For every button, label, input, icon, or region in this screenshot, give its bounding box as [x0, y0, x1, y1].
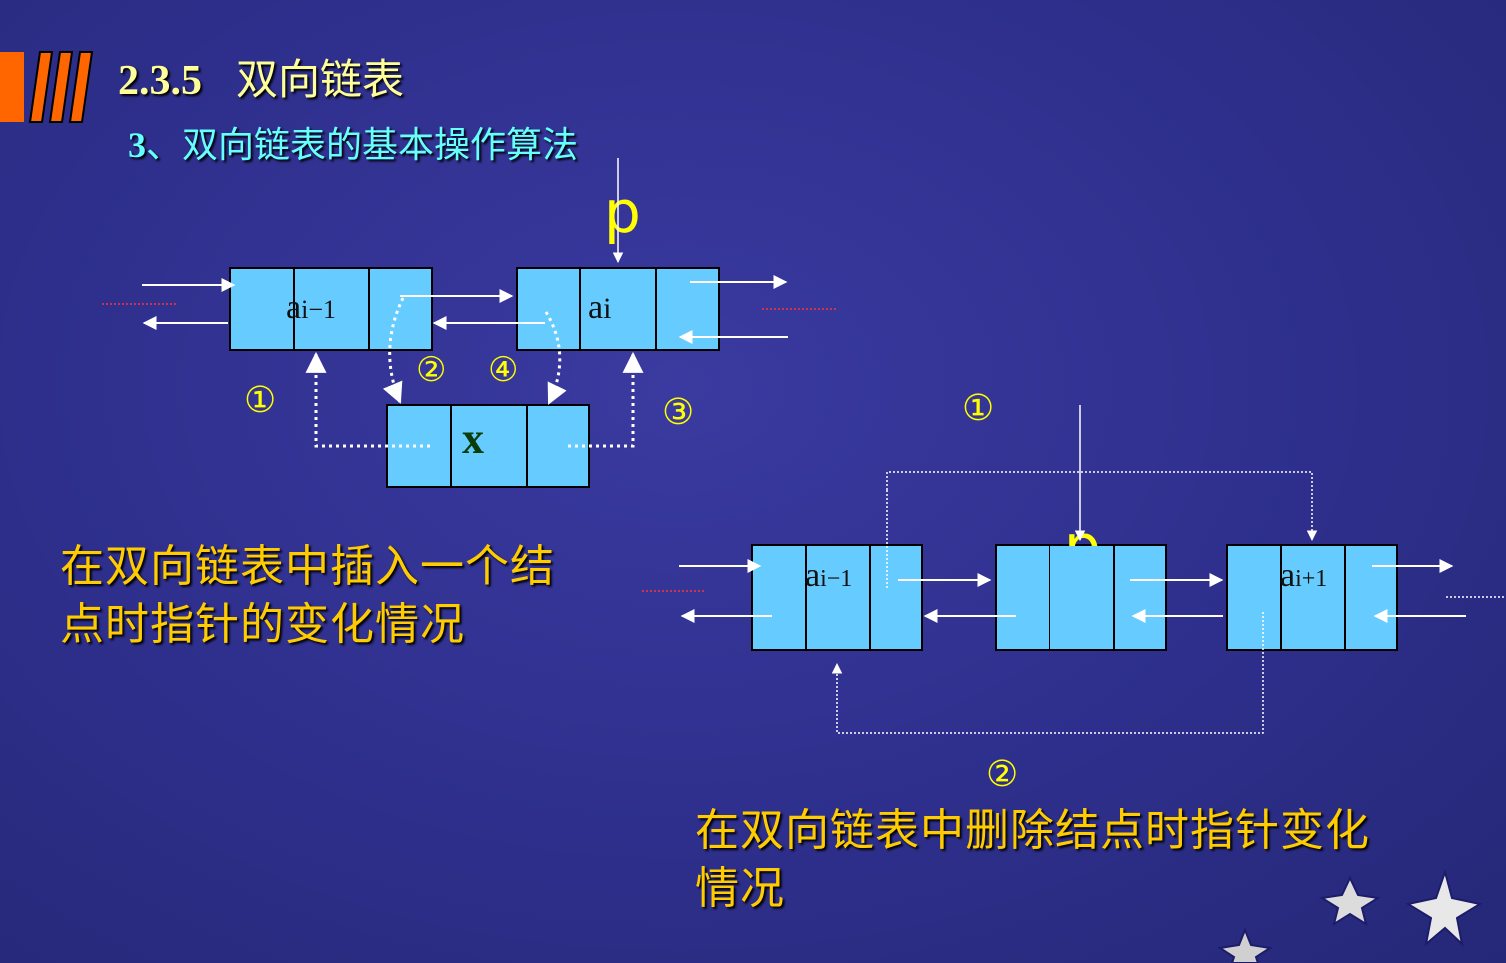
subtitle-text: 、双向链表的基本操作算法	[146, 125, 579, 165]
insert-step-2: ②	[416, 350, 446, 390]
insert-node-cur-label: ai	[588, 289, 611, 326]
delete-node-next: ai+1	[1226, 544, 1398, 651]
delete-node-next-label: ai+1	[1280, 557, 1327, 594]
section-number: 2.3.5	[118, 58, 202, 104]
insert-node-new: x	[386, 404, 590, 488]
delete-step-2: ②	[986, 754, 1018, 795]
delete-step-1: ①	[962, 388, 994, 429]
delete-node-prev: ai−1	[751, 544, 923, 651]
orange-stripes-logo	[0, 51, 94, 123]
insert-node-prev-label: ai−1	[286, 289, 336, 326]
delete-node-prev-label: ai−1	[805, 557, 852, 594]
slide-subtitle: 3、双向链表的基本操作算法	[128, 116, 578, 168]
star-decoration-icon	[1217, 868, 1483, 963]
section-title: 双向链表	[236, 58, 405, 104]
insert-diagram: ai−1 ai x p	[102, 158, 836, 488]
insert-caption: 在双向链表中插入一个结点时指针的变化情况	[60, 542, 555, 649]
insert-node-prev: ai−1	[229, 267, 433, 351]
insert-pointer-p: p	[604, 178, 641, 246]
insert-step-4: ④	[488, 350, 518, 390]
insert-step-1: ①	[244, 380, 276, 421]
insert-step-3: ③	[662, 392, 694, 433]
subtitle-number: 3	[128, 125, 146, 165]
delete-caption: 在双向链表中删除结点时指针变化情况	[695, 806, 1370, 913]
insert-node-new-label: x	[462, 414, 484, 463]
slide-title: 2.3.5 双向链表	[118, 46, 404, 107]
delete-diagram: ai−1 ai ai+1 p	[642, 388, 1506, 795]
